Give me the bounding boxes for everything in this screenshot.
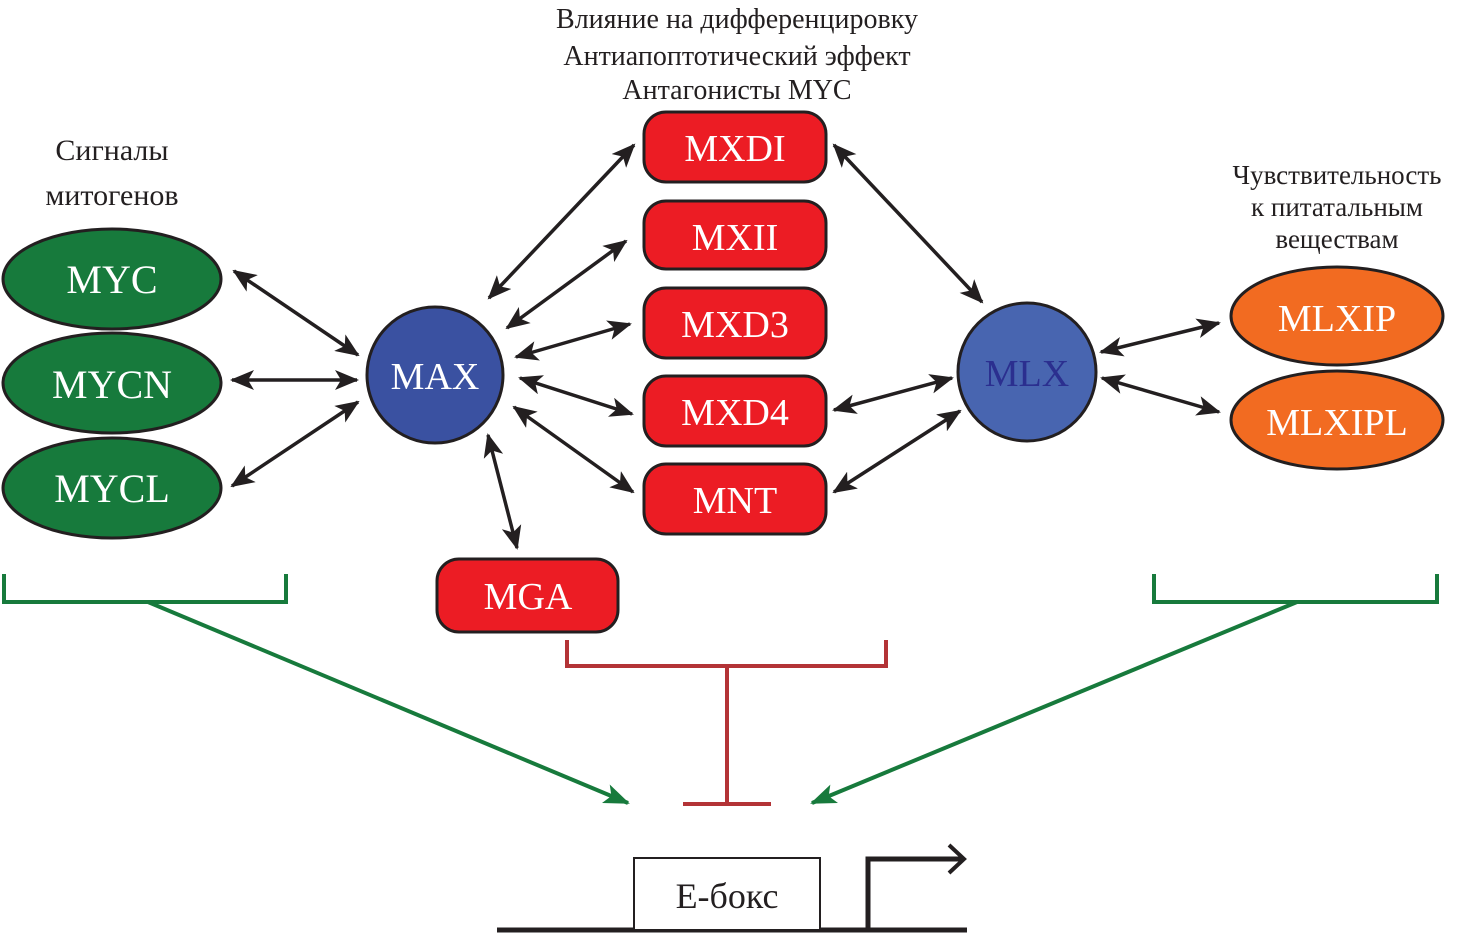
- node-mxd4[interactable]: MXD4: [642, 374, 828, 448]
- node-mxd3-label: MXD3: [681, 304, 789, 346]
- node-mxii-label: MXII: [692, 217, 779, 259]
- activation-arrow-right: [810, 600, 1298, 805]
- node-mlx-label: MLX: [985, 353, 1069, 395]
- activation-arrow-left: [147, 600, 630, 805]
- ebox-label: Е-бокс: [676, 876, 779, 916]
- center-header: Влияние на дифференцировку Антиапоптотич…: [556, 4, 918, 106]
- arrow-myc-max: [232, 269, 360, 357]
- node-mlxip[interactable]: MLXIP: [1229, 265, 1445, 367]
- header-line-mitogens: митогенов: [45, 179, 178, 212]
- arrow-mlx-mlxip: [1099, 318, 1221, 357]
- node-mlxipl[interactable]: MLXIPL: [1229, 369, 1445, 471]
- arrow-mycl-max: [230, 400, 360, 488]
- node-mlxipl-label: MLXIPL: [1266, 402, 1407, 444]
- right-header: Чувствительность к питатальным веществам: [1233, 160, 1442, 254]
- transcription-start-arrow-icon: [865, 856, 964, 930]
- node-mxd3[interactable]: MXD3: [642, 286, 828, 360]
- mlxip-group-bracket: [810, 574, 1439, 805]
- header-line-differentiation: Влияние на дифференцировку: [556, 4, 918, 35]
- promoter-region: Е-бокс: [497, 843, 967, 933]
- node-mycn[interactable]: MYCN: [1, 331, 223, 435]
- node-mnt[interactable]: MNT: [642, 462, 828, 536]
- arrow-mnt-mlx: [832, 409, 962, 494]
- node-max[interactable]: MAX: [365, 305, 505, 445]
- arrow-mlx-mlxipl: [1100, 374, 1221, 416]
- node-mxdi-label: MXDI: [684, 128, 785, 170]
- header-line-nutrients-1: к питатальным: [1251, 192, 1423, 222]
- left-header: Сигналы митогенов: [45, 134, 178, 212]
- node-mga[interactable]: MGA: [435, 557, 620, 634]
- node-mnt-label: MNT: [693, 480, 777, 522]
- node-max-label: MAX: [391, 356, 480, 398]
- arrow-max-mxii: [505, 239, 628, 330]
- myc-group-bracket: [2, 574, 630, 805]
- node-mxdi[interactable]: MXDI: [642, 110, 828, 184]
- arrow-max-mxd3: [514, 320, 632, 361]
- header-line-myc-antagonists: Антагонисты MYC: [622, 75, 851, 106]
- interaction-arrows: [230, 143, 1221, 550]
- header-line-signals: Сигналы: [55, 134, 168, 167]
- mxd-group-repression: [565, 640, 888, 806]
- node-mycn-label: MYCN: [52, 362, 172, 407]
- header-line-antiapoptotic: Антиапоптотический эффект: [563, 41, 910, 72]
- node-myc-label: MYC: [66, 257, 157, 302]
- arrow-mxdi-mlx: [832, 143, 984, 304]
- node-mycl-label: MYCL: [54, 466, 170, 511]
- arrow-max-mnt: [512, 405, 635, 494]
- ebox-box: [633, 857, 821, 931]
- node-mlx[interactable]: MLX: [956, 301, 1098, 443]
- arrow-mxd4-mlx: [832, 374, 954, 414]
- header-line-nutrients-2: веществам: [1275, 224, 1398, 254]
- transcription-arrowhead-icon: [947, 843, 967, 875]
- arrow-max-mga: [483, 433, 522, 550]
- node-myc[interactable]: MYC: [1, 227, 223, 331]
- arrow-max-mxdi: [487, 143, 636, 300]
- node-mxii[interactable]: MXII: [642, 199, 828, 271]
- node-mxd4-label: MXD4: [681, 392, 789, 434]
- node-mga-label: MGA: [484, 576, 573, 618]
- arrow-max-mxd4: [518, 375, 634, 417]
- node-mlxip-label: MLXIP: [1278, 298, 1396, 340]
- header-line-sensitivity: Чувствительность: [1233, 160, 1442, 190]
- node-mycl[interactable]: MYCL: [1, 436, 223, 540]
